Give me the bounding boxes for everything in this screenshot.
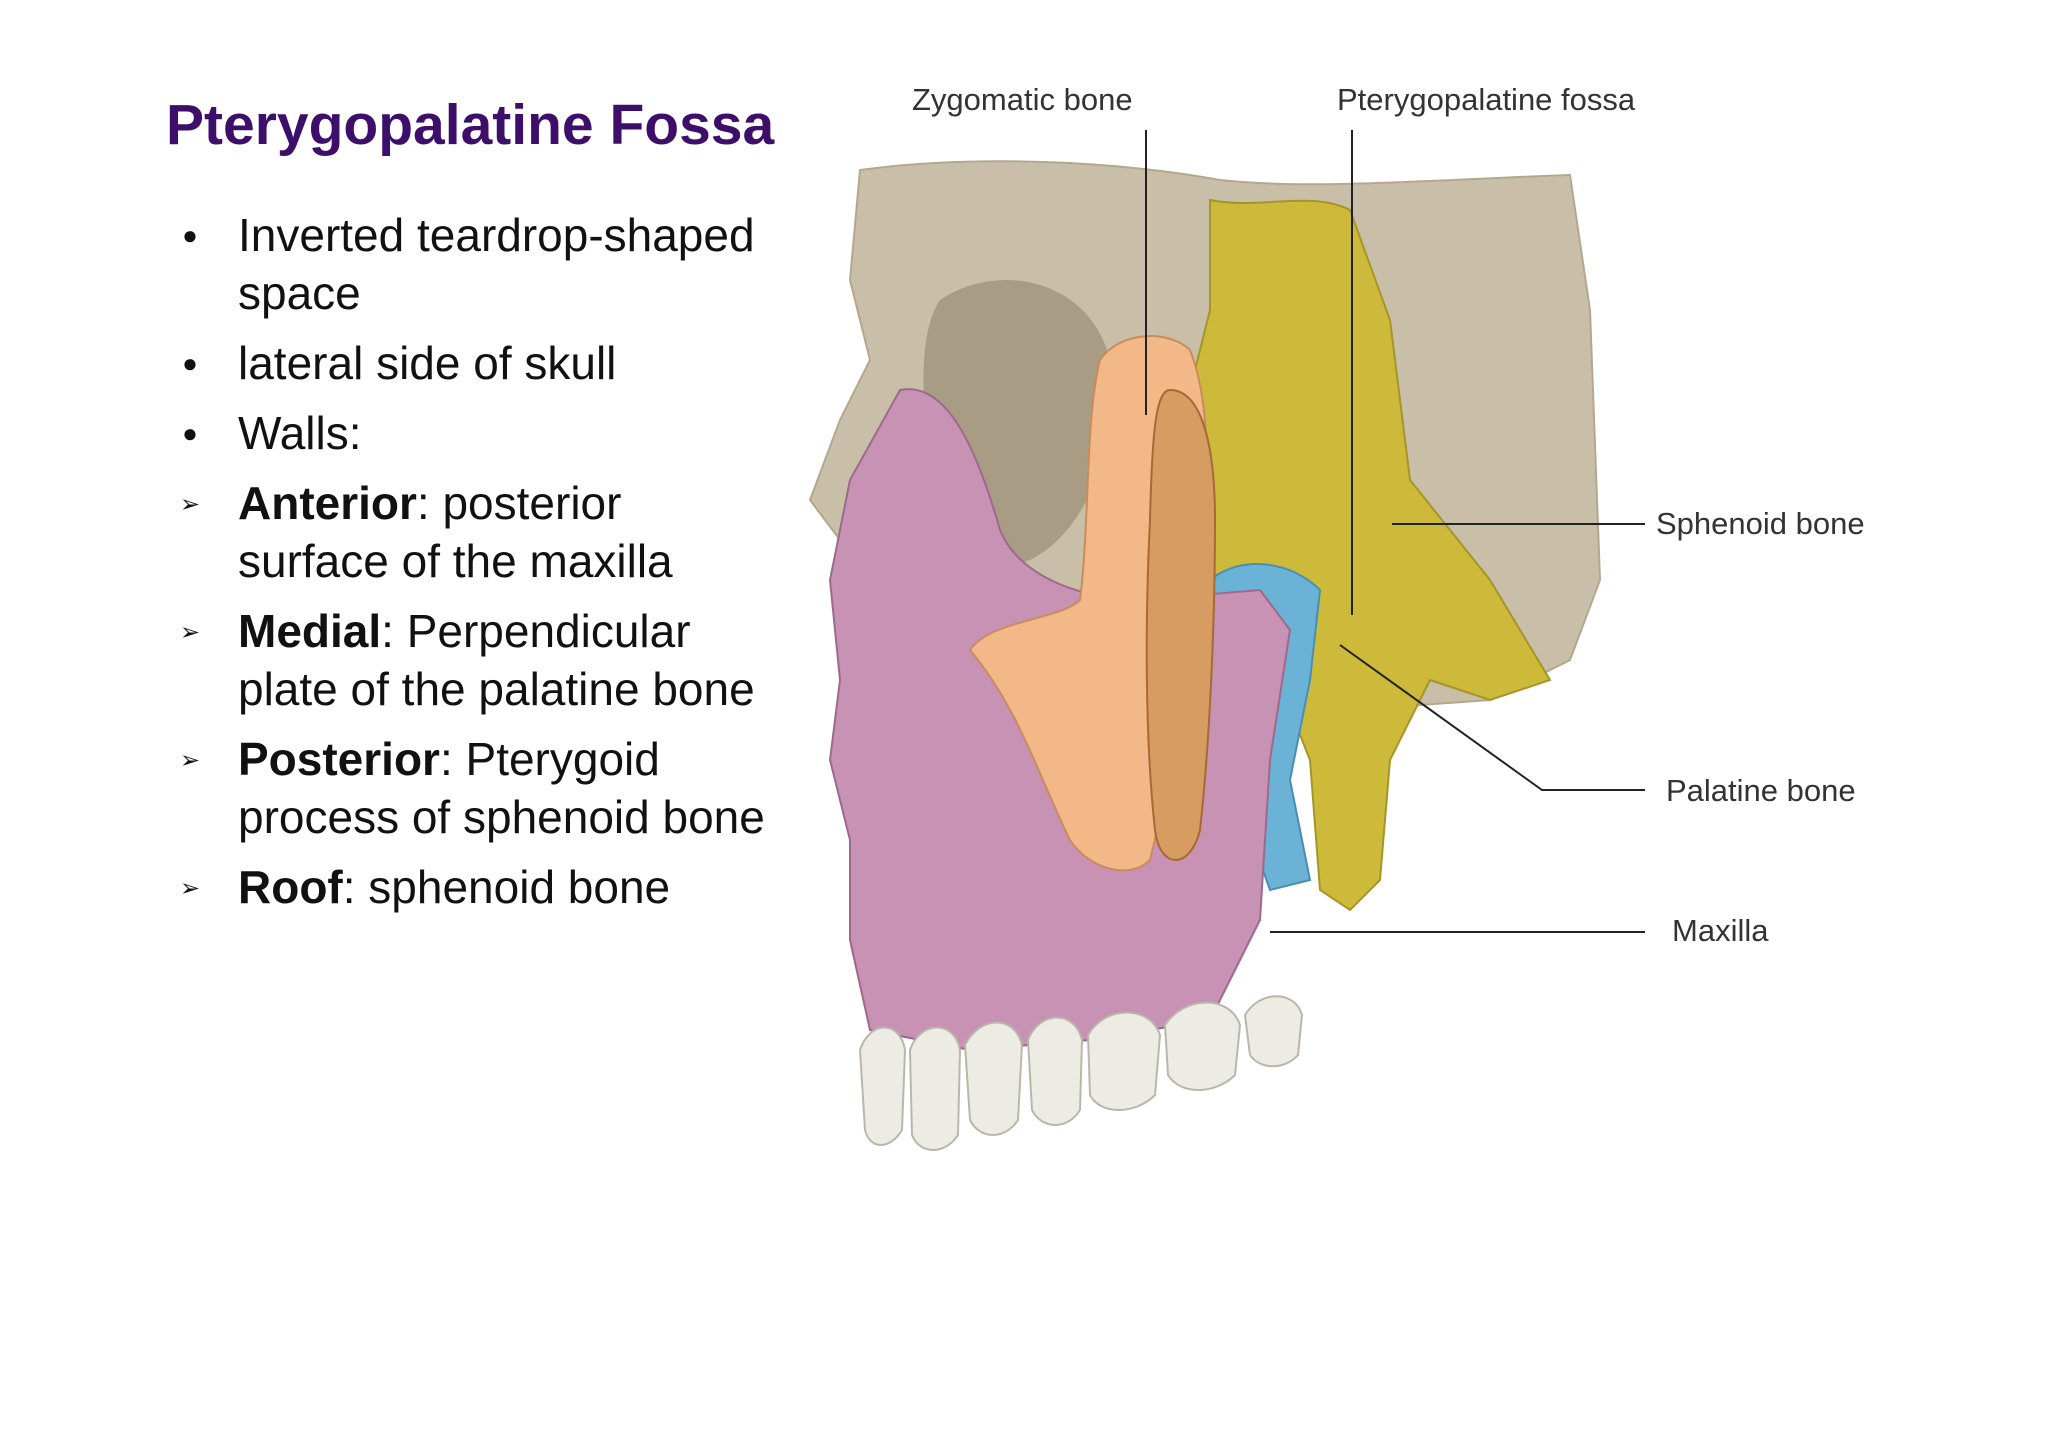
teeth-row	[858, 995, 1304, 1151]
slide-title: Pterygopalatine Fossa	[166, 93, 775, 157]
skull-drawing	[808, 130, 1645, 1151]
arrow-bullet-icon	[170, 730, 210, 790]
bullet-dot-icon	[170, 334, 210, 392]
bullet-text: lateral side of skull	[238, 337, 617, 389]
bullet-text: Inverted teardrop-shaped space	[238, 209, 755, 319]
label-zygomatic-bone: Zygomatic bone	[912, 82, 1133, 117]
label-sphenoid-bone: Sphenoid bone	[1656, 506, 1865, 541]
bullet-bold-term: Anterior	[238, 477, 417, 529]
bullet-dot-icon	[170, 206, 210, 264]
bullet-text: : sphenoid bone	[342, 861, 671, 913]
bullet-text: : Pterygoid process of sphenoid bone	[238, 733, 765, 843]
arrow-bullet-icon	[170, 602, 210, 662]
arrow-bullet-icon	[170, 474, 210, 534]
arrow-bullet-icon	[170, 858, 210, 918]
bullet-dot-icon	[170, 404, 210, 462]
bullet-list: Inverted teardrop-shaped space lateral s…	[170, 206, 770, 928]
bullet-text: : Perpendicular plate of the palatine bo…	[238, 605, 755, 715]
bullet-bold-term: Posterior	[238, 733, 440, 785]
bullet-item: Medial: Perpendicular plate of the palat…	[170, 602, 770, 718]
bullet-text: Walls:	[238, 407, 362, 459]
bullet-item: lateral side of skull	[170, 334, 770, 392]
bullet-text: : posterior surface of the maxilla	[238, 477, 673, 587]
bullet-item: Roof: sphenoid bone	[170, 858, 770, 916]
bullet-bold-term: Medial	[238, 605, 382, 657]
label-pterygopalatine-fossa: Pterygopalatine fossa	[1337, 82, 1636, 117]
cancellous-bone-section	[1145, 388, 1217, 861]
bullet-item: Walls:	[170, 404, 770, 462]
skull-illustration: Zygomatic bone Pterygopalatine fossa Sph…	[790, 60, 2048, 1200]
bullet-item: Anterior: posterior surface of the maxil…	[170, 474, 770, 590]
bullet-item: Posterior: Pterygoid process of sphenoid…	[170, 730, 770, 846]
leader-lines	[1145, 130, 1645, 933]
label-maxilla: Maxilla	[1672, 913, 1769, 948]
bullet-item: Inverted teardrop-shaped space	[170, 206, 770, 322]
leader-line-palatine	[1339, 644, 1645, 791]
label-palatine-bone: Palatine bone	[1666, 773, 1856, 808]
bullet-bold-term: Roof	[238, 861, 343, 913]
